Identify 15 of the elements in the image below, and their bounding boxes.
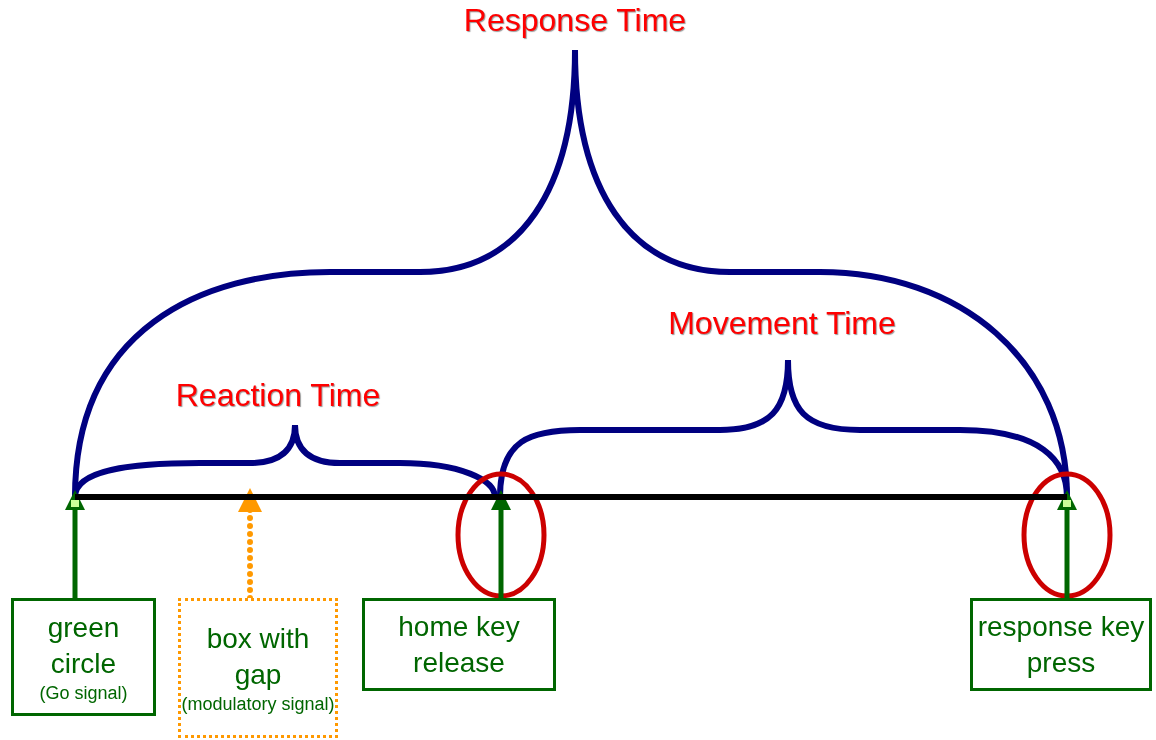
interval-label: Movement Time	[668, 305, 896, 342]
box-text: box with gap	[205, 622, 311, 692]
box-text: home key release	[397, 609, 521, 680]
box-text: green circle	[46, 611, 121, 681]
label-box	[11, 598, 156, 716]
timeline-bar	[75, 494, 1067, 500]
interval-label: Reaction Time	[175, 377, 381, 414]
box-note: (Go signal)	[39, 682, 128, 704]
label-box	[362, 598, 556, 691]
interval-label: Response Time	[463, 2, 687, 39]
dotted-box	[178, 598, 338, 738]
arrow	[65, 490, 85, 598]
box-note: (modulatory signal)	[181, 693, 335, 715]
label-box	[970, 598, 1152, 691]
box-text: response key press	[976, 609, 1146, 680]
